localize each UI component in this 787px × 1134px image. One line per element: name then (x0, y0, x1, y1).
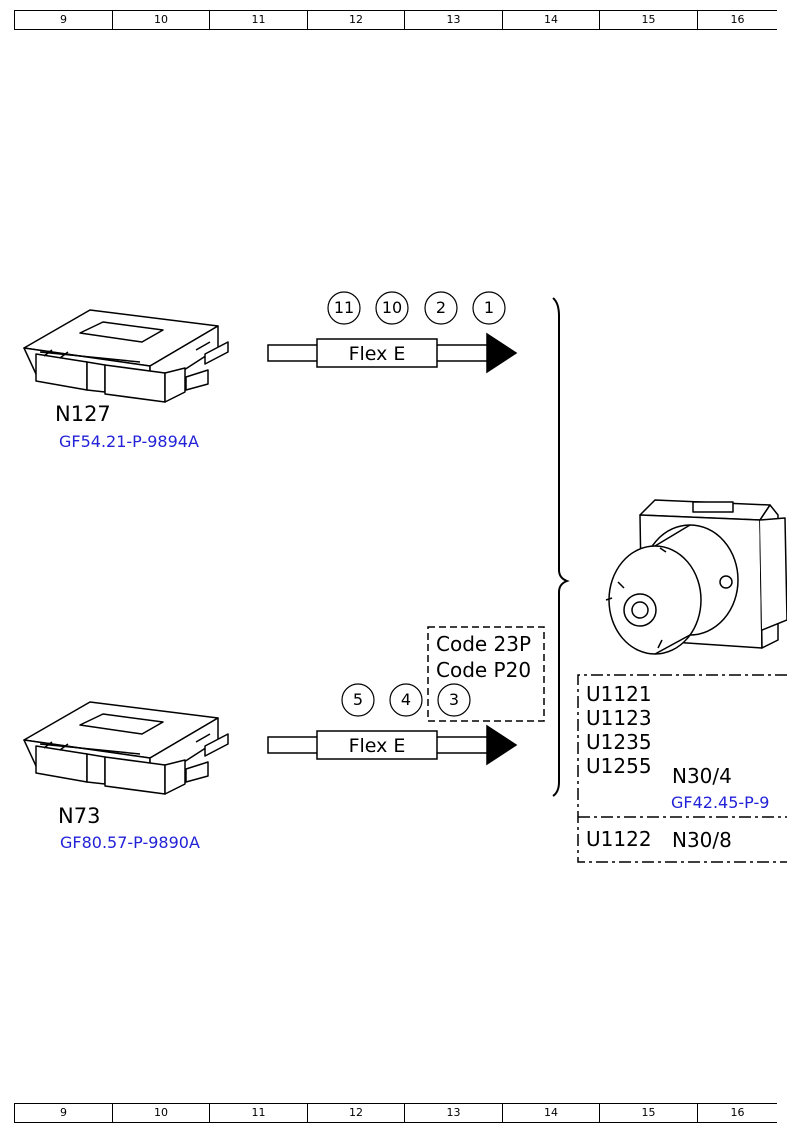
grouping-brace (552, 297, 570, 797)
ruler-cell-11: 11 (209, 1104, 307, 1122)
device-n127-name: N127 (55, 402, 111, 426)
marker-circles (327, 291, 506, 717)
ruler-cell-12: 12 (307, 1104, 404, 1122)
ruler-cell-9: 9 (14, 11, 112, 29)
control-unit-n73-illustration (23, 701, 229, 795)
ruler-cell-11: 11 (209, 11, 307, 29)
flex-e-bus-arrow-top (267, 332, 518, 374)
fault-code-u1121: U1121 (586, 682, 652, 706)
marker-11: 11 (333, 298, 355, 317)
ruler-cell-14: 14 (502, 11, 599, 29)
marker-10: 10 (381, 298, 403, 317)
ruler-cell-13: 13 (404, 1104, 502, 1122)
unit-n30-4: N30/4 (672, 764, 732, 788)
unit-n30-8: N30/8 (672, 828, 732, 852)
code-p20: Code P20 (436, 658, 532, 682)
ruler-cell-10: 10 (112, 11, 209, 29)
flex-e-bus-arrow-bottom (267, 724, 518, 766)
code-23p: Code 23P (436, 632, 532, 656)
flex-e-label-bottom: Flex E (348, 735, 406, 757)
ruler-cell-12: 12 (307, 11, 404, 29)
marker-5: 5 (352, 690, 364, 709)
marker-4: 4 (400, 690, 412, 709)
code-box-border (427, 626, 545, 722)
fault-code-u1235: U1235 (586, 730, 652, 754)
ruler-cell-16: 16 (697, 1104, 777, 1122)
device-n73-ref-link[interactable]: GF80.57-P-9890A (60, 833, 200, 852)
flex-e-label-top: Flex E (348, 343, 406, 365)
ruler-cell-9: 9 (14, 1104, 112, 1122)
marker-3: 3 (448, 690, 460, 709)
marker-2: 2 (435, 298, 447, 317)
ruler-cell-15: 15 (599, 11, 697, 29)
ruler-cell-10: 10 (112, 1104, 209, 1122)
device-n127-ref-link[interactable]: GF54.21-P-9894A (59, 432, 199, 451)
fault-code-u1123: U1123 (586, 706, 652, 730)
marker-1: 1 (483, 298, 495, 317)
fault-code-u1122: U1122 (586, 827, 652, 851)
ruler-cell-14: 14 (502, 1104, 599, 1122)
ruler-cell-13: 13 (404, 11, 502, 29)
ruler-cell-16: 16 (697, 11, 777, 29)
column-ruler-bottom: 9 10 11 12 13 14 15 16 (14, 1103, 777, 1123)
fault-box-border (577, 674, 787, 863)
hydraulic-unit-illustration (605, 499, 787, 655)
control-unit-n127-illustration (23, 309, 229, 403)
column-ruler-top: 9 10 11 12 13 14 15 16 (14, 10, 777, 30)
unit-n30-4-ref-link[interactable]: GF42.45-P-9 (671, 793, 770, 812)
ruler-cell-15: 15 (599, 1104, 697, 1122)
fault-code-u1255: U1255 (586, 754, 652, 778)
device-n73-name: N73 (58, 804, 101, 828)
